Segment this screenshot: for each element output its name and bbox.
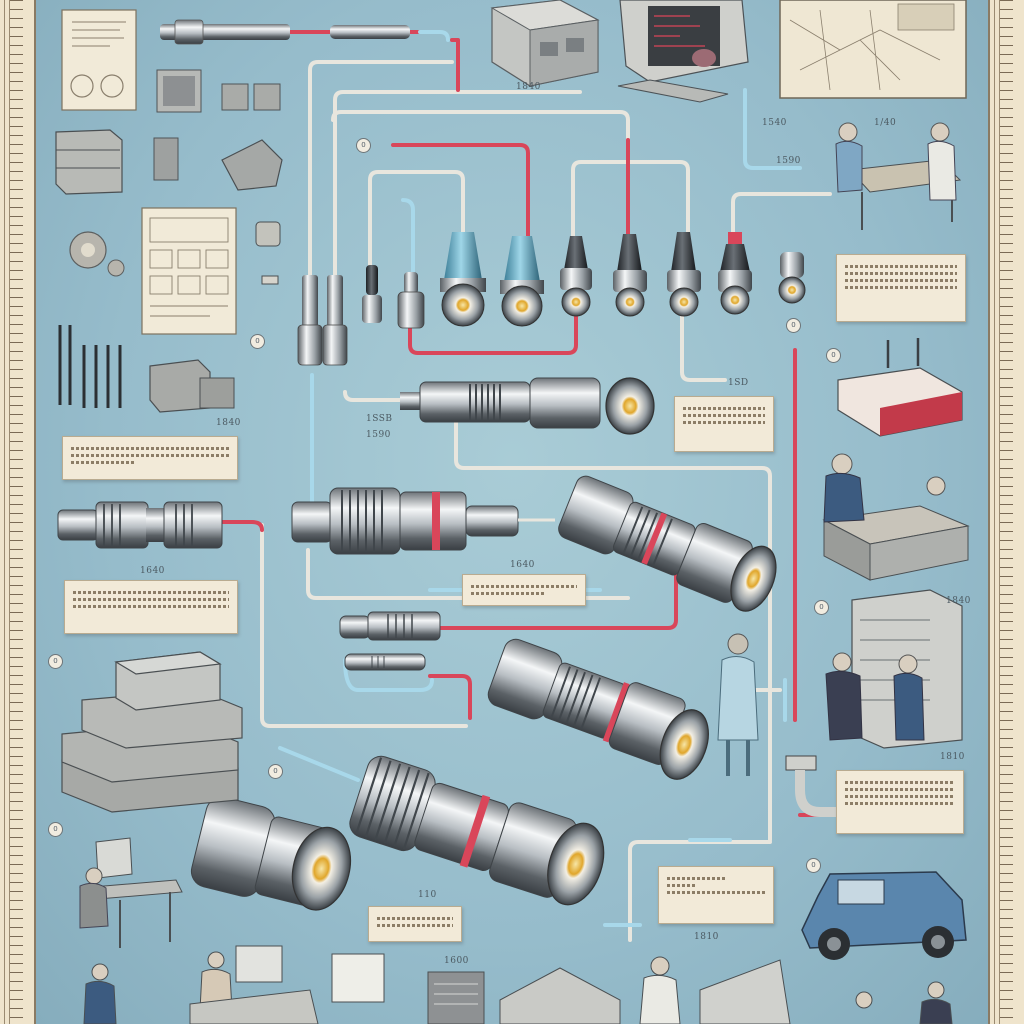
cable-network (220, 30, 840, 942)
right-machine-scene (825, 589, 963, 749)
right-table-scene-top (835, 122, 962, 230)
note-card-4 (836, 254, 966, 322)
left-blocks (149, 359, 235, 413)
vertical-connector-row (297, 232, 806, 366)
bottom-scene-row (83, 945, 953, 1024)
left-tool (221, 139, 283, 191)
callout-badge: 0 (356, 138, 371, 153)
number-label: 1600 (444, 956, 469, 966)
left-gears (69, 231, 125, 277)
note-card-7 (658, 866, 774, 924)
number-label: 1840 (216, 418, 241, 428)
number-label: 1590 (366, 430, 391, 440)
number-label: 1SSB (366, 414, 393, 424)
connector-diagonal-4 (190, 796, 352, 911)
callout-badge: 0 (826, 348, 841, 363)
number-label: 1590 (776, 156, 801, 166)
number-label: 1810 (940, 752, 965, 762)
connector-horizontal-1 (400, 377, 655, 435)
left-stacked-boxes (61, 651, 243, 813)
left-ruler (0, 0, 36, 1024)
connector-diagonal-1 (558, 475, 777, 612)
note-card-3 (674, 396, 774, 452)
right-ruler (988, 0, 1024, 1024)
callout-badge: 0 (48, 654, 63, 669)
number-label: 1SD (728, 378, 749, 388)
callout-badge: 0 (786, 318, 801, 333)
callout-badge: 0 (250, 334, 265, 349)
number-label: 1540 (762, 118, 787, 128)
left-blueprint-sheet (141, 207, 237, 335)
number-label: 1640 (140, 566, 165, 576)
number-label: 1840 (516, 82, 541, 92)
top-right-map (779, 0, 967, 99)
callout-badge: 0 (814, 600, 829, 615)
right-desk-scene (822, 453, 970, 581)
connector-horizontal-2 (57, 501, 223, 549)
note-card-5 (462, 574, 586, 606)
top-computer (617, 0, 749, 103)
connector-pen-plug (344, 653, 426, 671)
note-card-6 (836, 770, 964, 834)
left-small-parts (153, 83, 281, 181)
top-equipment-box (490, 0, 600, 87)
right-faucet (785, 755, 838, 817)
left-stack-devices (55, 129, 123, 195)
number-label: 1/40 (874, 118, 897, 128)
number-label: 1640 (510, 560, 535, 570)
callout-badge: 0 (806, 858, 821, 873)
note-card-8 (368, 906, 462, 942)
connector-diagonal-3 (349, 755, 605, 906)
left-document (61, 9, 137, 111)
left-chip-small (255, 221, 281, 285)
connector-diagonal-2 (487, 638, 709, 780)
standing-figure (717, 633, 759, 776)
note-card-1 (62, 436, 238, 480)
number-label: 110 (418, 890, 437, 900)
top-plug-left (160, 19, 410, 45)
connector-small-plug (339, 611, 441, 641)
right-router (837, 338, 963, 437)
callout-badge: 0 (268, 764, 283, 779)
number-label: 1810 (694, 932, 719, 942)
number-label: 1840 (946, 596, 971, 606)
connector-horizontal-3 (291, 487, 555, 555)
note-card-2 (64, 580, 238, 634)
vintage-car (801, 871, 967, 960)
left-probes (58, 325, 122, 408)
callout-badge: 0 (48, 822, 63, 837)
bottom-left-workstation (79, 837, 183, 948)
